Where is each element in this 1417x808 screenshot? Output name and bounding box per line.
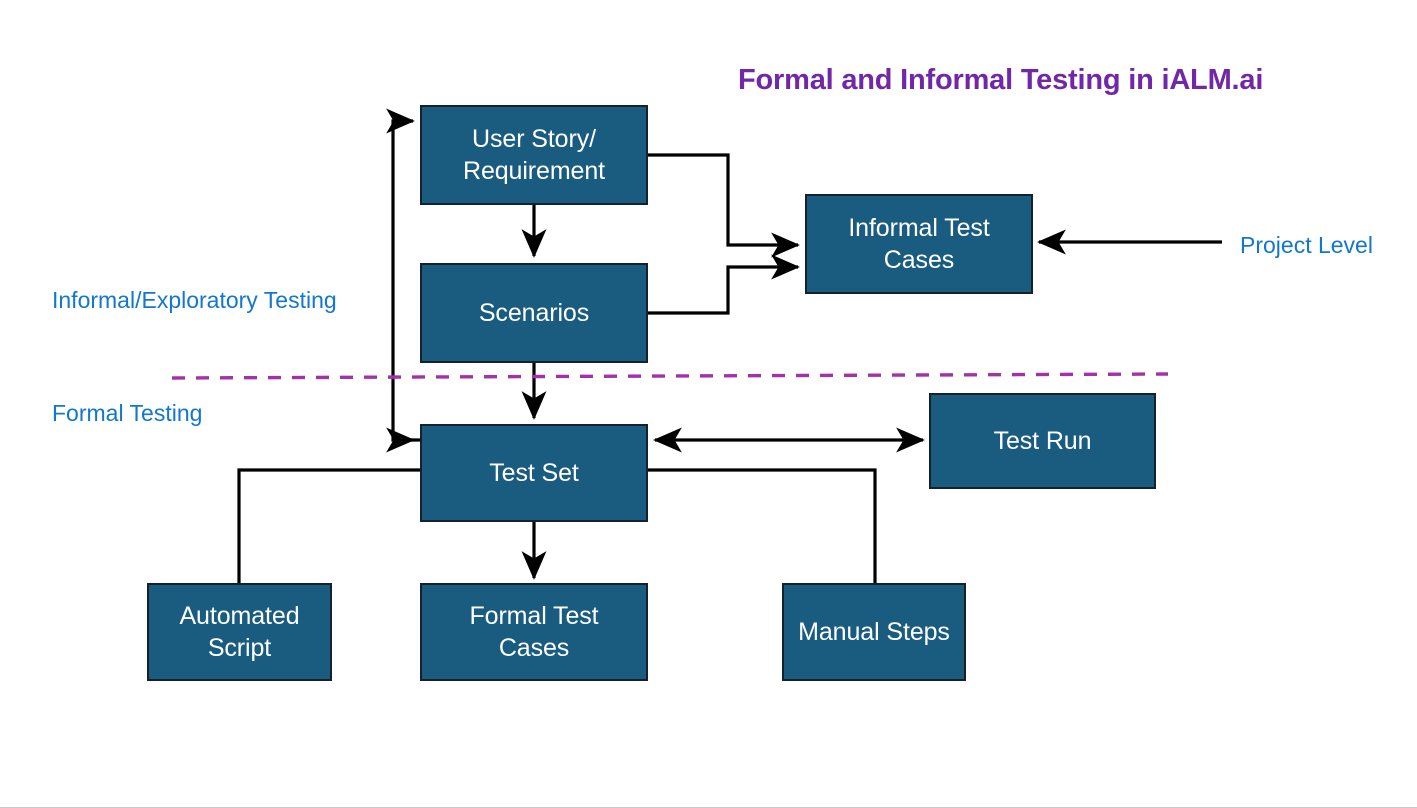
node-formal-test-cases-line2: Cases	[498, 634, 570, 662]
node-scenarios-line1: Scenarios	[478, 299, 590, 327]
node-automated-script[interactable]: Automated Script	[147, 583, 332, 681]
node-user-story-line2: Requirement	[462, 157, 606, 185]
page-title: Formal and Informal Testing in iALM.ai	[738, 64, 1264, 96]
node-automated-script-line1: Automated	[179, 602, 300, 630]
zone-label-formal: Formal Testing	[52, 398, 352, 430]
node-user-story[interactable]: User Story/ Requirement	[420, 105, 648, 205]
node-test-run-line1: Test Run	[993, 427, 1092, 455]
node-manual-steps[interactable]: Manual Steps	[782, 583, 966, 681]
connector-test-set-to-user-story	[386, 108, 420, 442]
node-formal-test-cases-line1: Formal Test	[469, 602, 599, 630]
label-project-level-text: Project Level	[1240, 232, 1373, 258]
connector-scenarios-to-informal-test-cases	[648, 254, 800, 315]
connector-test-set-to-automated-script	[237, 468, 420, 583]
node-informal-test-cases[interactable]: Informal Test Cases	[805, 194, 1033, 294]
node-formal-test-cases[interactable]: Formal Test Cases	[420, 583, 648, 681]
node-informal-test-cases-line1: Informal Test	[848, 214, 990, 242]
connector-test-set-to-manual-steps	[648, 468, 877, 583]
zone-label-formal-text: Formal Testing	[52, 400, 203, 426]
node-informal-test-cases-line2: Cases	[883, 246, 955, 274]
node-manual-steps-line1: Manual Steps	[798, 618, 950, 646]
label-project-level: Project Level	[1240, 230, 1417, 262]
zone-label-informal-line1: Informal/Exploratory	[52, 287, 258, 313]
node-user-story-line1: User Story/	[472, 125, 596, 153]
connector-user-story-to-informal-test-cases	[648, 153, 800, 258]
zone-label-informal-line2: Testing	[263, 287, 337, 313]
node-test-set-line1: Test Set	[489, 459, 579, 487]
node-scenarios[interactable]: Scenarios	[420, 263, 648, 363]
zone-divider-dashed-line	[171, 372, 1169, 380]
node-test-set[interactable]: Test Set	[420, 424, 648, 522]
node-automated-script-line2: Script	[207, 634, 272, 662]
node-test-run[interactable]: Test Run	[929, 393, 1156, 489]
zone-label-informal: Informal/Exploratory Testing	[52, 285, 352, 317]
